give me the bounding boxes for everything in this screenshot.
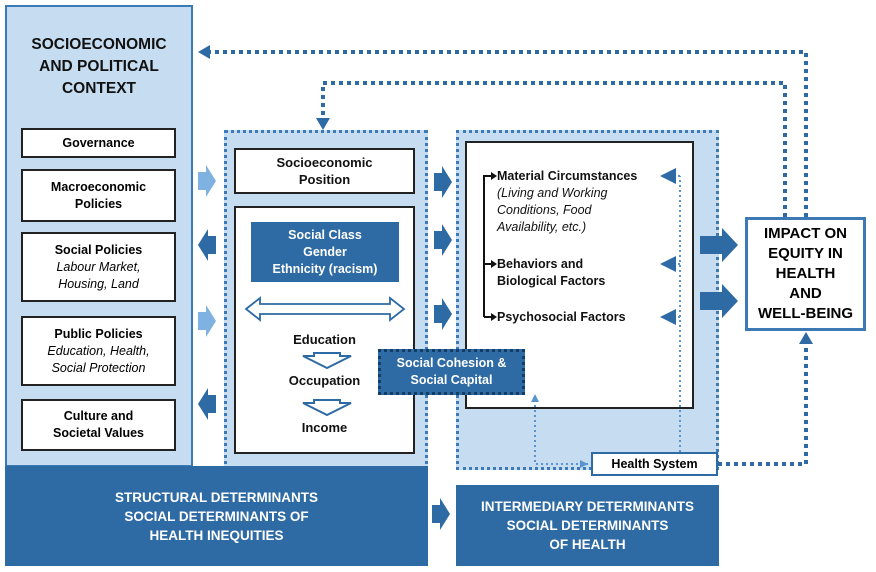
psychosocial-factors: Psychosocial Factors: [497, 310, 626, 324]
arrow-to-impact-1: [700, 228, 738, 262]
bracket-arrowhead-1: [491, 172, 497, 180]
health-to-cohesion-head: [531, 394, 539, 402]
arrow-context-right-1: [198, 165, 216, 197]
arrow-struct-inter-2: [434, 224, 452, 256]
education-label: Education: [293, 332, 356, 347]
social-class-gender-ethnicity-label: Social Class Gender Ethnicity (racism): [251, 222, 399, 282]
culture-values-box: Culture and Societal Values: [21, 399, 176, 451]
bracket-arrowhead-3: [491, 313, 497, 321]
context-title: SOCIOECONOMIC AND POLITICAL CONTEXT: [31, 36, 167, 97]
feedback-loop-inner-head: [316, 118, 330, 130]
down-arrow-1: [302, 352, 352, 370]
health-to-impact-head: [799, 332, 813, 344]
intermediary-determinants-footer: INTERMEDIARY DETERMINANTS SOCIAL DETERMI…: [456, 485, 719, 566]
double-arrow: [244, 296, 406, 322]
arrow-struct-inter-1: [434, 166, 452, 198]
down-arrow-2: [302, 399, 352, 417]
arrow-context-right-2: [198, 305, 216, 337]
macroeconomic-policies-box: Macroeconomic Policies: [21, 169, 176, 222]
health-to-cohesion-line: [534, 400, 588, 465]
structural-determinants-footer: STRUCTURAL DETERMINANTS SOCIAL DETERMINA…: [5, 466, 428, 566]
impact-box: IMPACT ON EQUITY IN HEALTH AND WELL-BEIN…: [745, 217, 866, 331]
arrow-context-left-1: [198, 229, 216, 261]
bracket-arrowhead-2: [491, 260, 497, 268]
social-cohesion-box: Social Cohesion & Social Capital: [378, 349, 525, 395]
socioeconomic-position-box: Socioeconomic Position: [234, 148, 415, 194]
social-policies-box: Social Policies Labour Market, Housing, …: [21, 232, 176, 302]
feedback-loop-outer-head: [198, 45, 210, 59]
arrow-struct-inter-3: [434, 298, 452, 330]
occupation-label: Occupation: [288, 373, 361, 388]
material-circumstances: Material Circumstances (Living and Worki…: [497, 169, 638, 234]
income-label: Income: [301, 420, 348, 435]
health-system-box: Health System: [591, 452, 718, 476]
arrow-footer: [432, 498, 450, 530]
behaviors-biological-factors: Behaviors and Biological Factors: [497, 257, 606, 288]
cohesion-to-health-head: [580, 460, 588, 468]
arrow-to-impact-2: [700, 284, 738, 318]
feedback-loop-inner: [321, 81, 787, 217]
governance-box: Governance: [21, 128, 176, 158]
feedback-loop-outer: [206, 50, 808, 217]
health-to-impact-line: [718, 342, 808, 466]
public-policies-box: Public Policies Education, Health, Socia…: [21, 316, 176, 386]
arrow-context-left-2: [198, 388, 216, 420]
